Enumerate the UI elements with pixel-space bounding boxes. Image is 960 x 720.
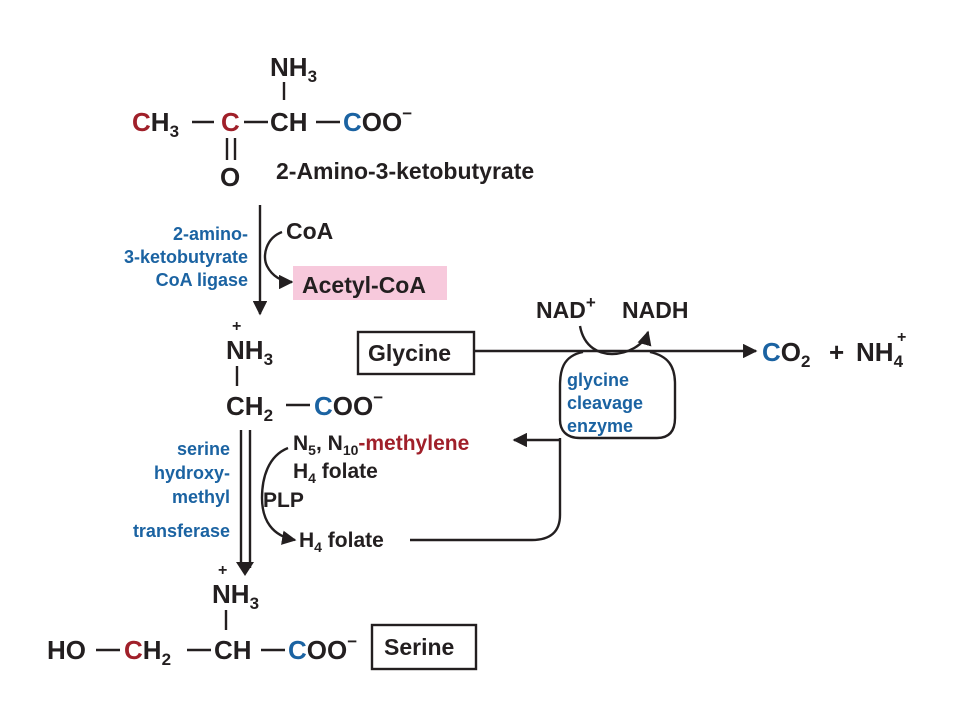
serine-ch: CH: [214, 635, 252, 665]
shmt-enzyme-line2: hydroxy-: [154, 463, 230, 483]
ketobutyrate-ch3: CH3: [132, 107, 179, 141]
ligase-enzyme-line3: CoA ligase: [156, 270, 248, 290]
ketobutyrate-carbonyl-c: C: [221, 107, 240, 137]
co2-label: CO2: [762, 337, 810, 371]
serine-ch2: CH2: [124, 635, 171, 669]
shmt-enzyme-line3: methyl: [172, 487, 230, 507]
ketobutyrate-ch: CH: [270, 107, 308, 137]
serine-plus: +: [218, 562, 227, 579]
glycine-box-label: Glycine: [368, 340, 451, 366]
shmt-step: serine hydroxy- methyl transferase N5, N…: [133, 430, 469, 576]
ligase-enzyme-line2: 3-ketobutyrate: [124, 247, 248, 267]
methylene-h4folate-label: H4 folate: [293, 460, 378, 486]
ketobutyrate-coo: COO−: [343, 104, 412, 137]
coa-label: CoA: [286, 218, 333, 244]
glycine-cleavage: NAD+ NADH CO2 + NH4 + glycine cleavage e…: [410, 293, 906, 542]
shmt-curved-arrow: [260, 446, 297, 545]
shmt-enzyme-line4: transferase: [133, 521, 230, 541]
methylene-label: N5, N10-methylene: [293, 432, 469, 458]
h4folate-label: H4 folate: [299, 529, 384, 555]
ketobutyrate-name: 2-Amino-3-ketobutyrate: [276, 158, 534, 184]
plp-label: PLP: [263, 489, 304, 512]
ligase-step: 2-amino- 3-ketobutyrate CoA ligase CoA A…: [124, 205, 447, 316]
glycine-plus: +: [232, 318, 241, 335]
ligase-enzyme-line1: 2-amino-: [173, 224, 248, 244]
shmt-enzyme-line1: serine: [177, 439, 230, 459]
serine-box: [370, 623, 478, 671]
cleavage-enzyme-line3: enzyme: [567, 416, 633, 436]
plus-sign: +: [829, 337, 844, 367]
acetyl-coa-highlight: [293, 266, 447, 300]
glycine-box: [356, 330, 476, 376]
nad-label: NAD+: [536, 293, 596, 323]
glycine-coo: COO−: [314, 388, 383, 421]
serine-coo: COO−: [288, 632, 357, 665]
serine-nh3: NH3: [212, 579, 259, 613]
glycine-structure: + NH3 CH2 COO− Glycine: [226, 318, 476, 425]
nadh-label: NADH: [622, 297, 688, 323]
cleavage-enzyme-loop: [558, 350, 677, 440]
serine-box-label: Serine: [384, 634, 454, 660]
glycine-ch2: CH2: [226, 391, 273, 425]
nh4-label: NH4: [856, 337, 904, 371]
serine-ho: HO: [47, 635, 86, 665]
glycine-nh3: NH3: [226, 335, 273, 369]
ketobutyrate-structure: NH3 CH3 C CH COO− O 2-Amino-3-ketobutyra…: [132, 52, 534, 192]
nad-nadh-curved-arrow: [578, 325, 652, 356]
serine-structure: + NH3 HO CH2 CH COO− Serine: [47, 562, 478, 671]
cleavage-enzyme-line2: cleavage: [567, 393, 643, 413]
ketobutyrate-o: O: [220, 162, 240, 192]
h4folate-to-cleavage-line: [410, 438, 562, 542]
acetyl-coa-label: Acetyl-CoA: [302, 272, 426, 298]
coa-curved-arrow: [263, 230, 294, 290]
shmt-arrowhead: [236, 562, 254, 576]
cleavage-enzyme-line1: glycine: [567, 370, 629, 390]
nh4-charge: +: [897, 329, 906, 346]
ketobutyrate-nh3: NH3: [270, 52, 317, 86]
